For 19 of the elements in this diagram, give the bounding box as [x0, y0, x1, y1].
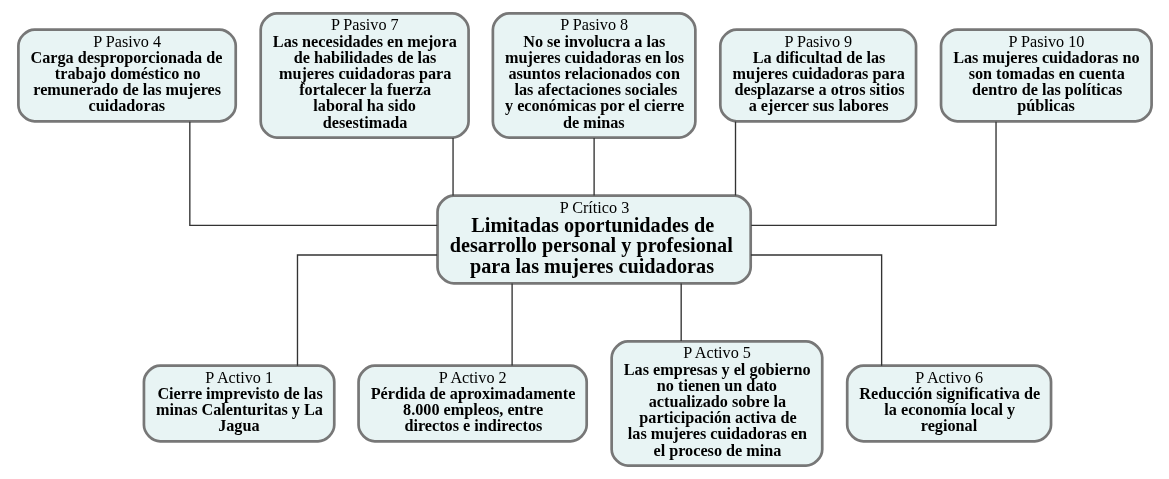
connector: [680, 282, 682, 342]
node-box: P Pasivo 10 Las mujeres cuidadoras no son tomadas en cuenta dentro de las políticas públicas: [939, 28, 1153, 123]
connector: [510, 282, 513, 367]
node-box: P Activo 2 Pérdida de aproximadamente 8.000 empleos, entre directos e indirectos: [356, 364, 588, 443]
node-box: P Activo 6 Reducción significativa de la economía local y regional: [845, 364, 1052, 443]
node-box: P Activo 1 Cierre imprevisto de las minas Calenturitas y La Jagua: [142, 364, 336, 443]
connector: [592, 137, 595, 197]
connector: [451, 137, 454, 197]
node-box: P Pasivo 7 Las necesidades en mejora de habilidades de las mujeres cuidadoras para fortalecer la fuerza laboral ha sido desestimada: [258, 12, 470, 139]
node-box: P Pasivo 4 Carga desproporcionada de trabajo doméstico no remunerado de las mujeres cuidadoras: [16, 28, 237, 123]
connector: [188, 121, 438, 226]
node-box: P Pasivo 8 No se involucra a las mujeres cuidadoras en los asuntos relacionados con las afectaciones sociales y económicas por el cierre de minas: [491, 12, 697, 139]
node-box: P Pasivo 9 La dificultad de las mujeres cuidadoras para desplazarse a otros sitios a ejercer sus labores: [718, 28, 917, 123]
node-box: P Activo 5 Las empresas y el gobierno no tienen un dato actualizado sobre la participación activa de las mujeres cuidadoras en el proceso de mina: [609, 340, 824, 467]
node-box: P Crítico 3 Limitadas oportunidades de desarrollo personal y profesional para las mujeres cuidadoras: [435, 194, 752, 285]
connector: [734, 120, 736, 197]
connector: [296, 254, 438, 367]
connector: [749, 254, 882, 367]
connector: [750, 121, 997, 226]
